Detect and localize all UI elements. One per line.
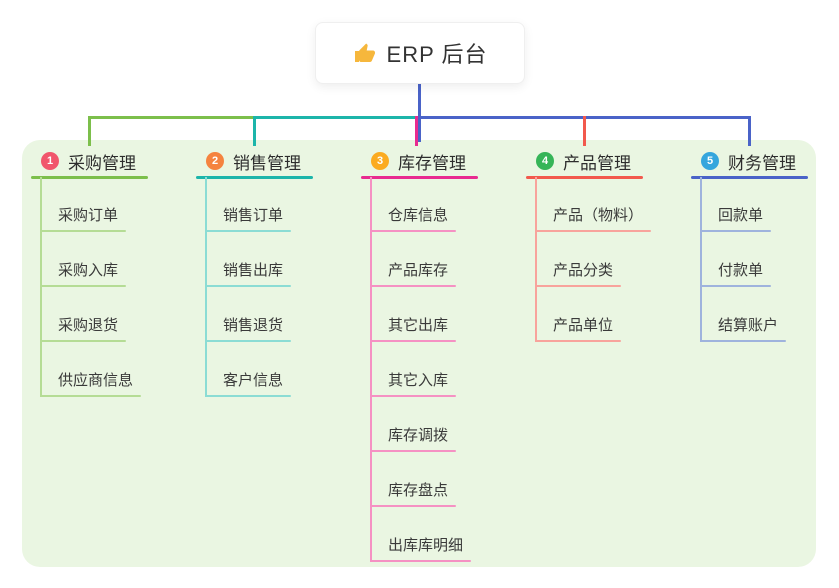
child-underline bbox=[700, 340, 786, 342]
child-label: 采购入库 bbox=[58, 262, 119, 279]
child-underline bbox=[370, 505, 456, 507]
branch-header[interactable]: 2 销售管理 bbox=[206, 148, 301, 174]
child-underline bbox=[370, 285, 456, 287]
branch-node: 3 库存管理 仓库信息 产品库存 其它出库 其它入库 库存调拨 库存盘点 出库库… bbox=[361, 148, 531, 568]
child-label: 仓库信息 bbox=[388, 207, 449, 224]
branch-node: 5 财务管理 回款单 付款单 结算账户 bbox=[691, 148, 839, 568]
branch-title: 销售管理 bbox=[233, 153, 301, 173]
branch-number-badge: 4 bbox=[536, 152, 554, 170]
branch-underline bbox=[526, 176, 643, 179]
child-label: 回款单 bbox=[718, 207, 764, 224]
child-underline bbox=[535, 285, 621, 287]
root-title: ERP 后台 bbox=[386, 42, 488, 67]
branch-title: 财务管理 bbox=[728, 153, 796, 173]
root-node[interactable]: ERP 后台 bbox=[315, 22, 525, 84]
child-label: 库存盘点 bbox=[388, 482, 449, 499]
child-underline bbox=[535, 340, 621, 342]
child-label: 库存调拨 bbox=[388, 427, 449, 444]
child-label: 出库库明细 bbox=[388, 537, 464, 554]
child-label: 客户信息 bbox=[223, 372, 284, 389]
children-vertical-line bbox=[700, 177, 702, 342]
connector-horizontal-teal bbox=[253, 116, 421, 119]
branch-underline bbox=[196, 176, 313, 179]
child-label: 产品分类 bbox=[553, 262, 614, 279]
children-vertical-line bbox=[535, 177, 537, 342]
child-label: 销售出库 bbox=[223, 262, 284, 279]
child-underline bbox=[205, 340, 291, 342]
child-label: 销售退货 bbox=[223, 317, 284, 334]
branch-node: 4 产品管理 产品（物料） 产品分类 产品单位 bbox=[526, 148, 696, 568]
branch-header[interactable]: 5 财务管理 bbox=[701, 148, 796, 174]
children-vertical-line bbox=[370, 177, 372, 562]
connector-drop bbox=[748, 116, 751, 146]
branch-header[interactable]: 3 库存管理 bbox=[371, 148, 466, 174]
child-underline bbox=[40, 395, 141, 397]
child-label: 产品（物料） bbox=[553, 207, 644, 224]
children-vertical-line bbox=[205, 177, 207, 397]
branch-header[interactable]: 4 产品管理 bbox=[536, 148, 631, 174]
child-label: 付款单 bbox=[718, 262, 764, 279]
branch-underline bbox=[31, 176, 148, 179]
connector-drop bbox=[253, 116, 256, 146]
branch-number-badge: 5 bbox=[701, 152, 719, 170]
connector-horizontal-green bbox=[88, 116, 256, 119]
branch-title: 采购管理 bbox=[68, 153, 136, 173]
branch-node: 2 销售管理 销售订单 销售出库 销售退货 客户信息 bbox=[196, 148, 366, 568]
child-underline bbox=[535, 230, 651, 232]
root-connector-vertical bbox=[418, 82, 421, 142]
connector-drop bbox=[583, 116, 586, 146]
branch-underline bbox=[691, 176, 808, 179]
child-underline bbox=[40, 340, 126, 342]
child-label: 产品单位 bbox=[553, 317, 614, 334]
branch-number-badge: 2 bbox=[206, 152, 224, 170]
child-label: 采购退货 bbox=[58, 317, 119, 334]
child-underline bbox=[40, 230, 126, 232]
child-label: 采购订单 bbox=[58, 207, 119, 224]
thumbs-up-icon bbox=[353, 41, 377, 65]
child-label: 其它出库 bbox=[388, 317, 449, 334]
branch-number-badge: 1 bbox=[41, 152, 59, 170]
branch-title: 库存管理 bbox=[398, 153, 466, 173]
branches-panel-background bbox=[22, 140, 816, 567]
child-underline bbox=[370, 450, 456, 452]
child-underline bbox=[370, 395, 456, 397]
connector-drop bbox=[88, 116, 91, 146]
child-underline bbox=[205, 230, 291, 232]
children-vertical-line bbox=[40, 177, 42, 397]
child-underline bbox=[700, 230, 771, 232]
branch-title: 产品管理 bbox=[563, 153, 631, 173]
child-label: 产品库存 bbox=[388, 262, 449, 279]
child-underline bbox=[370, 230, 456, 232]
branch-number-badge: 3 bbox=[371, 152, 389, 170]
child-underline bbox=[205, 285, 291, 287]
child-underline bbox=[370, 340, 456, 342]
branch-header[interactable]: 1 采购管理 bbox=[41, 148, 136, 174]
connector-drop bbox=[415, 116, 418, 146]
branch-underline bbox=[361, 176, 478, 179]
branch-node: 1 采购管理 采购订单 采购入库 采购退货 供应商信息 bbox=[31, 148, 201, 568]
child-underline bbox=[40, 285, 126, 287]
child-underline bbox=[370, 560, 471, 562]
child-label: 其它入库 bbox=[388, 372, 449, 389]
child-label: 结算账户 bbox=[718, 317, 779, 334]
child-underline bbox=[205, 395, 291, 397]
child-label: 销售订单 bbox=[223, 207, 284, 224]
child-underline bbox=[700, 285, 771, 287]
child-label: 供应商信息 bbox=[58, 372, 134, 389]
